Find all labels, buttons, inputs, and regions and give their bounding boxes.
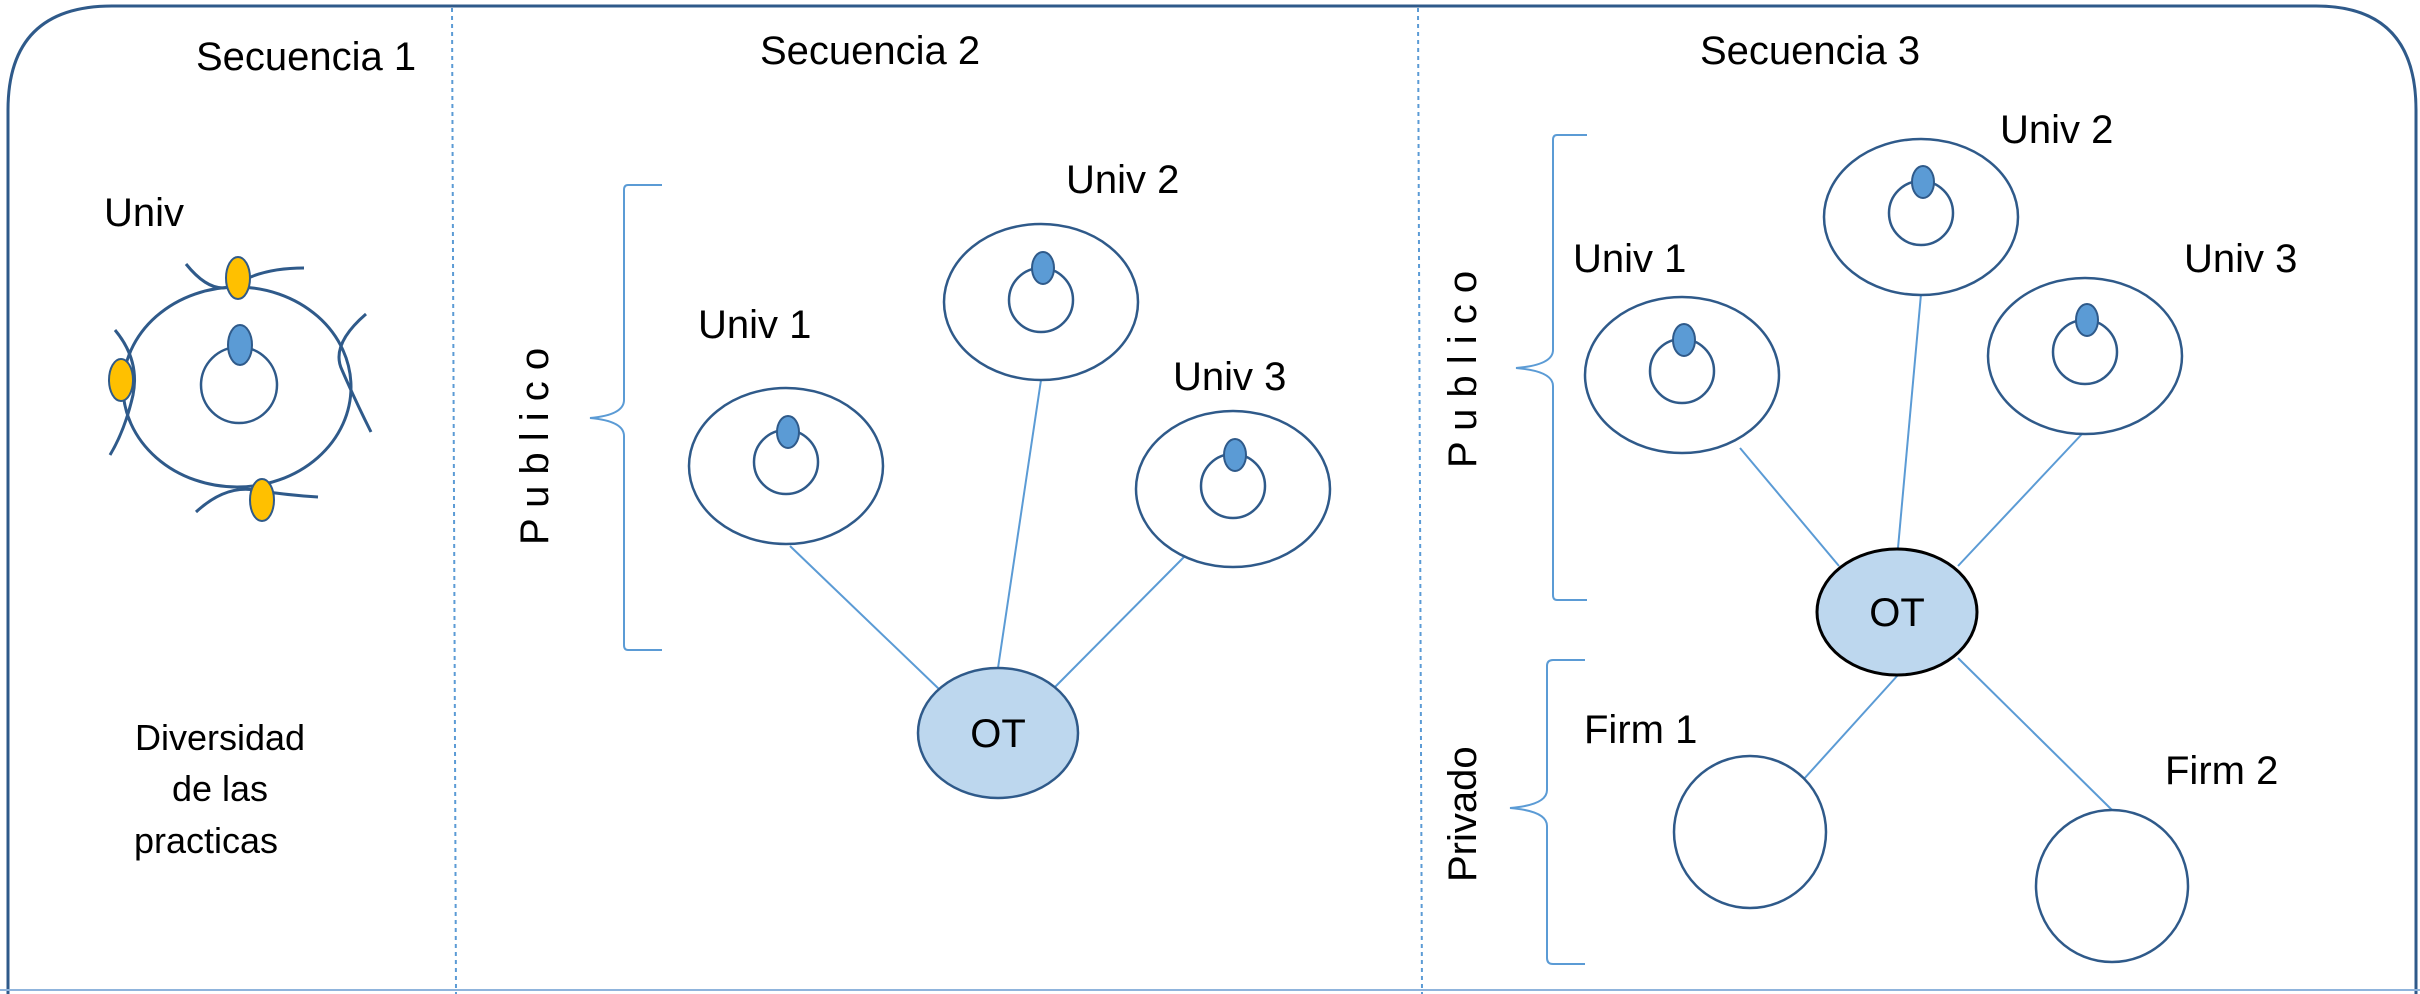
ot-label: OT (970, 712, 1026, 756)
connector-univ2-ot (997, 379, 1042, 669)
univ-label: Univ (104, 191, 184, 235)
publico-brace (1515, 134, 1587, 601)
firm2-node (2034, 808, 2190, 964)
ot-label: OT (1869, 591, 1925, 635)
yellow-dot-icon (108, 358, 134, 402)
blue-dot-icon (776, 415, 800, 449)
privado-vertical-label: Privado (1441, 746, 1485, 882)
blue-dot-icon (1223, 438, 1247, 472)
outer-frame (6, 4, 2418, 994)
caption-line-2: de las (172, 768, 268, 809)
crossing-line-right (337, 312, 373, 433)
connector-univ2-ot (1897, 293, 1922, 549)
univ2-outer (1822, 137, 2020, 297)
ot-node (916, 666, 1080, 800)
yellow-dot-icon (249, 478, 275, 522)
univ2-label: Univ 2 (2000, 108, 2113, 152)
sequence-3: Secuencia 3 P u b l i c o Privado Univ 1… (1441, 29, 2297, 965)
sequence-1-title: Secuencia 1 (196, 35, 416, 79)
connector-univ3-ot (1054, 555, 1186, 688)
firm1-node (1672, 754, 1828, 910)
separator-1 (451, 7, 457, 994)
sequence-2-title: Secuencia 2 (760, 29, 980, 73)
ot-node (1815, 547, 1979, 677)
publico-vertical-label: P u b l i c o (513, 348, 557, 545)
univ2-outer (942, 222, 1140, 382)
separator-2 (1417, 7, 1423, 994)
firm1-label: Firm 1 (1584, 708, 1697, 752)
univ3-outer (1134, 409, 1332, 569)
univ2-label: Univ 2 (1066, 158, 1179, 202)
privado-brace (1509, 659, 1585, 965)
blue-dot-icon (227, 324, 253, 366)
yellow-dot-icon (225, 256, 251, 300)
crossing-line-left (108, 329, 137, 456)
connector-univ1-ot (789, 545, 941, 691)
univ1-label: Univ 1 (1573, 237, 1686, 281)
sequence-1: Secuencia 1 Univ Diversidad de las pract… (104, 35, 416, 861)
connector-univ3-ot (1957, 433, 2083, 567)
blue-dot-icon (2075, 303, 2099, 337)
univ-outer-circle (121, 285, 353, 489)
connector-ot-firm1 (1802, 674, 1899, 781)
caption-line-3: practicas (134, 820, 278, 861)
univ1-outer (687, 386, 885, 546)
sequence-2: Secuencia 2 P u b l i c o Univ 1 Univ 2 … (513, 29, 1332, 800)
firm2-label: Firm 2 (2165, 749, 2278, 793)
univ1-outer (1583, 295, 1781, 455)
connector-univ1-ot (1739, 447, 1840, 567)
univ1-label: Univ 1 (698, 303, 811, 347)
univ3-label: Univ 3 (2184, 237, 2297, 281)
univ3-outer (1986, 276, 2184, 436)
publico-brace (589, 184, 662, 651)
blue-dot-icon (1672, 323, 1696, 357)
sequence-3-title: Secuencia 3 (1700, 29, 1920, 73)
caption-line-1: Diversidad (135, 717, 305, 758)
publico-vertical-label: P u b l i c o (1441, 271, 1485, 468)
univ3-label: Univ 3 (1173, 355, 1286, 399)
blue-dot-icon (1031, 251, 1055, 285)
connector-ot-firm2 (1957, 657, 2113, 811)
blue-dot-icon (1911, 165, 1935, 199)
